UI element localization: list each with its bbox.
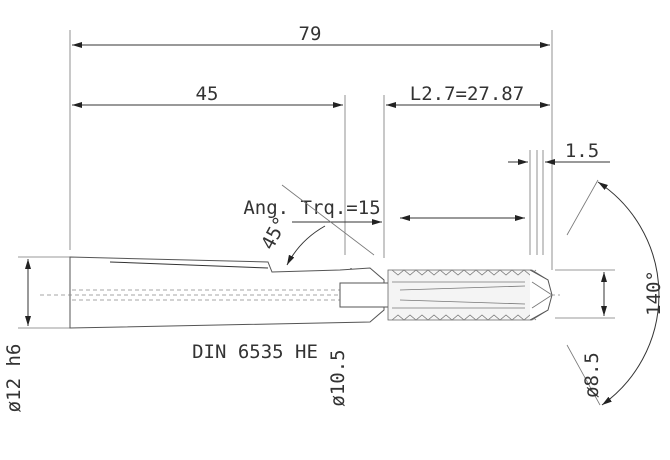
neck-diameter-label: ø10.5 — [327, 349, 349, 406]
standard-note: DIN 6535 HE — [192, 341, 318, 363]
tap-tool-body — [40, 256, 560, 329]
thread-crests — [391, 269, 537, 321]
shank-diameter-dimension: ø12 h6 — [3, 256, 70, 413]
shank-diameter-label: ø12 h6 — [3, 344, 25, 413]
tip-length-label: 1.5 — [565, 140, 599, 162]
shank-length-label: 45 — [196, 83, 219, 105]
thread-length-label: L2.7=27.87 — [410, 83, 524, 105]
thread-diameter-label: ø8.5 — [581, 352, 603, 398]
point-angle-dimension: 140° — [566, 179, 665, 406]
tip-length-dimension: 1.5 — [508, 140, 610, 255]
thread-length-dimension: L2.7=27.87 — [383, 83, 550, 258]
thread-diameter-dimension: ø8.5 — [555, 269, 615, 398]
overall-length-label: 79 — [299, 23, 322, 45]
overall-length-dimension: 79 — [69, 23, 553, 270]
point-angle-label: 140° — [643, 270, 665, 316]
shank-length-dimension: 45 — [72, 83, 346, 255]
